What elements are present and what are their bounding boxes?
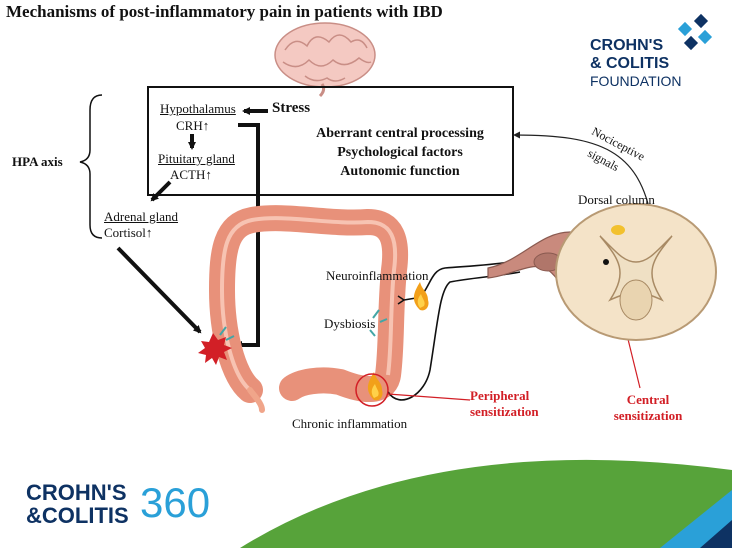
adrenal-gland-label: Adrenal gland (104, 209, 179, 224)
cortisol-to-colon-arrow (116, 246, 202, 334)
c360-logo-line1: CROHN'S (26, 480, 127, 505)
chronic-inflammation-label: Chronic inflammation (292, 416, 408, 431)
peripheral-sensitization-label-1: Peripheral (470, 388, 530, 403)
nociceptive-signal-arrow (513, 131, 653, 223)
brain-icon (274, 22, 376, 98)
bottom-navy-corner (700, 520, 732, 548)
acth-label: ACTH↑ (170, 167, 212, 182)
stress-label: Stress (272, 100, 311, 116)
flame-icon (413, 282, 429, 311)
dorsal-column-label: Dorsal column (578, 192, 655, 207)
pituitary-gland-label: Pituitary gland (158, 151, 235, 166)
flame-icon (367, 372, 383, 401)
c360-logo-number: 360 (140, 479, 211, 526)
central-sensitization-label-2: sensitization (613, 408, 683, 423)
central-processing-box (147, 86, 514, 196)
inflammation-burst-icon (198, 333, 232, 365)
bottom-blue-corner (660, 490, 732, 548)
bottom-green-arc (240, 459, 732, 548)
nerve-fiber-upper (417, 261, 511, 299)
spinal-cord-illustration (555, 203, 717, 341)
dysbiosis-label: Dysbiosis (324, 316, 376, 331)
neuroinflammation-label: Neuroinflammation (326, 268, 429, 283)
hpa-bracket (79, 94, 103, 239)
foundation-logo-line3: FOUNDATION (590, 73, 682, 89)
crohns-colitis-logo-icon (677, 13, 713, 51)
peripheral-sensitization-circle (355, 373, 389, 407)
foundation-logo-line2: & COLITIS (590, 55, 670, 72)
peripheral-sensitization-label-2: sensitization (470, 404, 539, 419)
crh-descending-arrow (234, 123, 260, 349)
aberrant-central-processing-label: Aberrant central processing (316, 126, 484, 141)
up-arrow-icon: ↑ (202, 118, 210, 133)
cortisol-label: Cortisol↑ (104, 225, 153, 240)
up-arrow-icon: ↑ (145, 225, 153, 240)
crh-label: CRH↑ (176, 118, 210, 133)
foundation-logo-line1: CROHN'S (590, 37, 664, 54)
hypothalamus-label: Hypothalamus (160, 101, 236, 116)
central-sensitization-label-1: Central (626, 392, 670, 407)
up-arrow-icon: ↑ (205, 167, 212, 182)
c360-logo-line2: &COLITIS (26, 503, 129, 528)
page-title: Mechanisms of post-inflammatory pain in … (6, 2, 443, 21)
psychological-factors-label: Psychological factors (337, 145, 463, 160)
nerve-fiber-lower (387, 271, 521, 401)
peripheral-leader-line (387, 393, 471, 401)
autonomic-function-label: Autonomic function (340, 164, 460, 179)
hpa-axis-label: HPA axis (12, 154, 63, 169)
colon-illustration (208, 205, 409, 413)
acth-to-adrenal-arrow (150, 180, 172, 202)
